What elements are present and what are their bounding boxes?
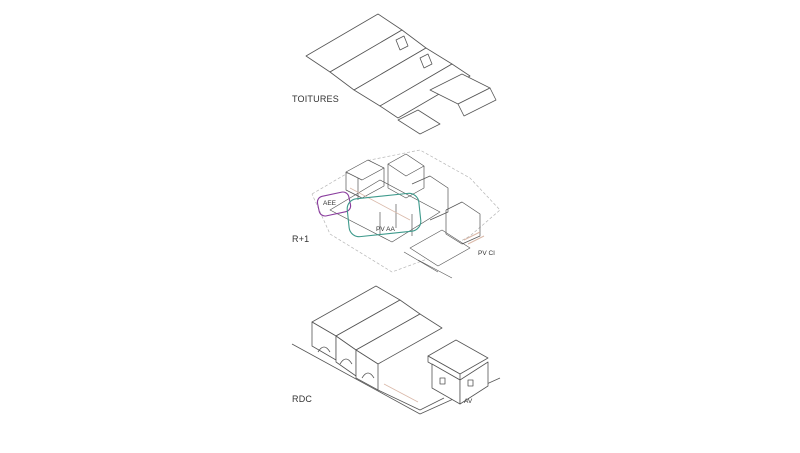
volume-edge — [412, 176, 448, 220]
accent-floor — [384, 384, 418, 402]
zone-label-aee: AEE — [323, 200, 337, 207]
stair — [468, 236, 484, 244]
courtyard-wall — [378, 390, 444, 410]
roof-layer — [306, 14, 496, 134]
ground-floor-layer — [292, 286, 500, 414]
pv-aa-zone-outline — [346, 192, 422, 237]
arch-opening — [340, 359, 352, 364]
zone-label-pv-ci: PV CI — [478, 250, 495, 257]
stair — [464, 232, 480, 240]
level-label-toitures: TOITURES — [292, 94, 339, 104]
annex-window — [440, 378, 445, 384]
volume-edge — [446, 202, 480, 244]
upper-floor-layer — [312, 150, 500, 278]
volume — [346, 160, 384, 180]
arch-opening — [318, 347, 330, 352]
annex-facade — [460, 362, 488, 404]
roof-plane — [380, 64, 470, 118]
zone-label-av: AV — [464, 398, 473, 405]
roof-dormer — [420, 54, 432, 68]
volume — [388, 154, 424, 176]
roof-dormer — [396, 36, 408, 50]
arch-opening — [362, 373, 374, 378]
zone-label-pv-aa: PV AA — [376, 226, 395, 233]
floor-strip — [410, 230, 470, 266]
annex-window — [468, 380, 473, 386]
annex-roof — [458, 88, 496, 116]
volume-edge — [388, 164, 424, 198]
roof-slab — [398, 110, 440, 134]
level-label-rdc: RDC — [292, 394, 313, 404]
floor-edge — [418, 260, 452, 278]
level-label-r1: R+1 — [292, 234, 310, 244]
aee-zone-outline — [316, 191, 351, 217]
floor-edge — [404, 252, 438, 272]
envelope-dashed — [312, 150, 500, 272]
accent-floor — [350, 188, 410, 220]
